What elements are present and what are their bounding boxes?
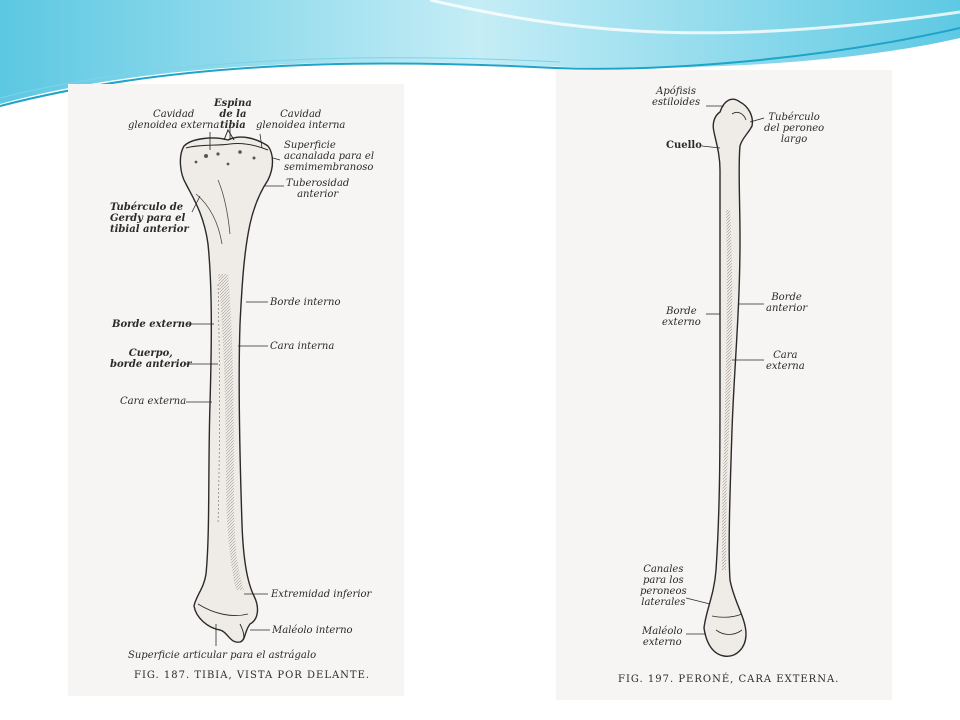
wave-banner [0,0,960,107]
label-cavidad-glenoidea-externa: Cavidad glenoidea externa [128,109,220,131]
label-borde-externo: Borde externo [112,319,192,330]
label-tuberculo-de-gerdy: Tubérculo de Gerdy para el tibial anteri… [110,202,189,235]
label-maleolo-interno: Maléolo interno [272,625,353,636]
label-cuerpo-borde-anterior: Cuerpo, borde anterior [110,348,192,370]
label-cara-externa: Cara externa [120,396,187,407]
label-superficie-acanalada: Superficie acanalada para el semimembran… [284,140,375,173]
label-espina-de-la-tibia: Espina de la tibia [214,98,252,131]
label-maleolo-externo: Maléolo externo [642,626,683,648]
label-extremidad-inferior: Extremidad inferior [271,589,372,600]
label-cavidad-glenoidea-interna: Cavidad glenoidea interna [256,109,346,131]
fibula-illustration [685,98,765,657]
fibula-caption: FIG. 197. PERONÉ, CARA EXTERNA. [618,674,840,685]
label-tuberosidad-anterior: Tuberosidad anterior [286,178,350,200]
label-superficie-articular: Superficie articular para el astrágalo [128,650,317,661]
label-borde-interno: Borde interno [270,297,341,308]
label-cara-interna: Cara interna [270,341,335,352]
label-apofisis-estiloides: Apófisis estiloides [652,86,701,108]
fibula-figure: Apófisis estiloides Tubérculo del perone… [556,70,892,700]
label-cuello: Cuello [666,140,702,151]
label-tuberculo-peroneo-largo: Tubérculo del peroneo largo [764,112,825,145]
label-borde-externo-fibula: Borde externo [662,306,701,328]
label-borde-anterior: Borde anterior [766,292,808,314]
tibia-illustration [179,124,284,646]
tibia-caption: FIG. 187. TIBIA, VISTA POR DELANTE. [134,670,371,681]
label-canales-peroneos: Canales para los peroneos laterales [640,564,687,608]
tibia-figure: Espina de la tibia Cavidad glenoidea ext… [68,84,404,696]
label-cara-externa-fibula: Cara externa [766,350,805,372]
